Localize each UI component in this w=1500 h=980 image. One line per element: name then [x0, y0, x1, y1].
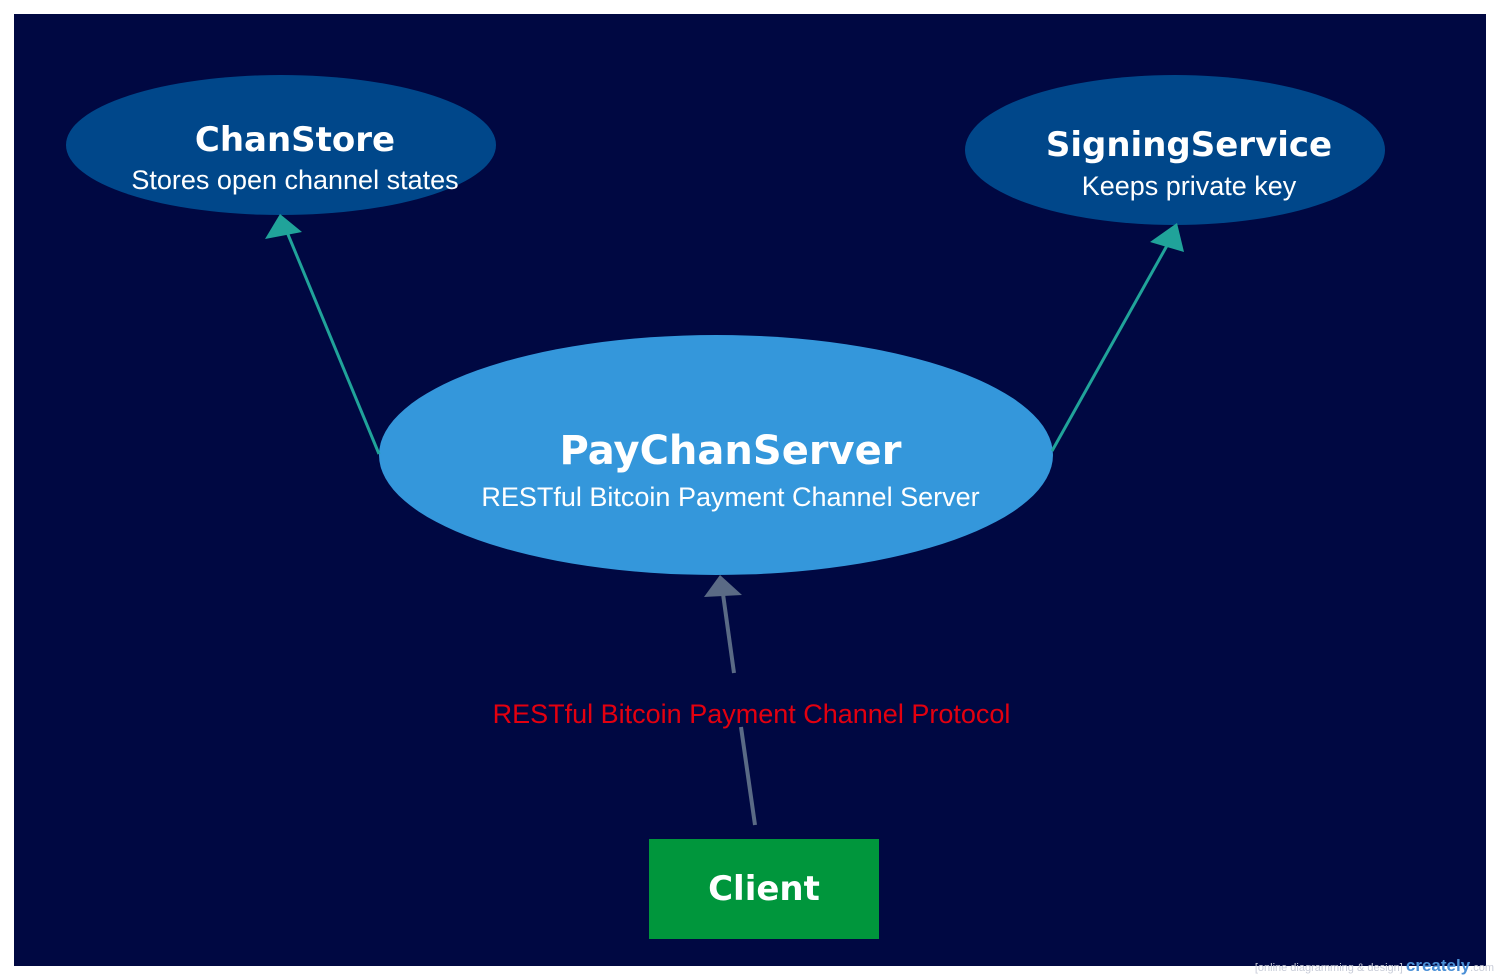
client-title: Client — [708, 869, 820, 909]
signing-service-node[interactable] — [965, 75, 1385, 225]
chanstore-label: ChanStore Stores open channel states — [80, 119, 510, 199]
paychan-server-node[interactable] — [379, 335, 1053, 575]
watermark-brand: creately — [1405, 956, 1471, 975]
edge-client-to-paychan-upper — [721, 593, 736, 674]
diagram-svg — [66, 75, 1385, 876]
watermark-suffix: .com — [1470, 962, 1494, 974]
paychan-server-subtitle: RESTful Bitcoin Payment Channel Server — [481, 482, 980, 512]
creately-watermark: [online diagramming & design] creately.c… — [1255, 956, 1494, 976]
watermark-tagline: [online diagramming & design] — [1254, 962, 1403, 974]
chanstore-subtitle: Stores open channel states — [131, 165, 459, 195]
diagram-canvas: ChanStore Stores open channel states Sig… — [14, 14, 1486, 966]
chanstore-title: ChanStore — [194, 120, 396, 160]
arrowhead-signing — [1150, 223, 1184, 252]
paychan-server-title: PayChanServer — [559, 428, 902, 474]
arrowhead-chanstore — [265, 214, 302, 239]
signing-service-label: SigningService Keeps private key — [979, 124, 1399, 206]
signing-service-subtitle: Keeps private key — [1081, 171, 1297, 201]
edge-label-protocol: RESTful Bitcoin Payment Channel Protocol — [492, 699, 1011, 729]
edge-client-to-paychan-lower — [739, 726, 757, 826]
chanstore-node[interactable] — [66, 75, 496, 215]
edge-paychan-to-signing — [1050, 241, 1171, 452]
client-node[interactable]: Client — [649, 839, 879, 939]
paychan-server-label: PayChanServer RESTful Bitcoin Payment Ch… — [394, 427, 1067, 519]
arrowhead-paychan — [704, 575, 742, 597]
signing-service-title: SigningService — [1045, 125, 1333, 165]
edge-paychan-to-chanstore — [285, 231, 381, 455]
